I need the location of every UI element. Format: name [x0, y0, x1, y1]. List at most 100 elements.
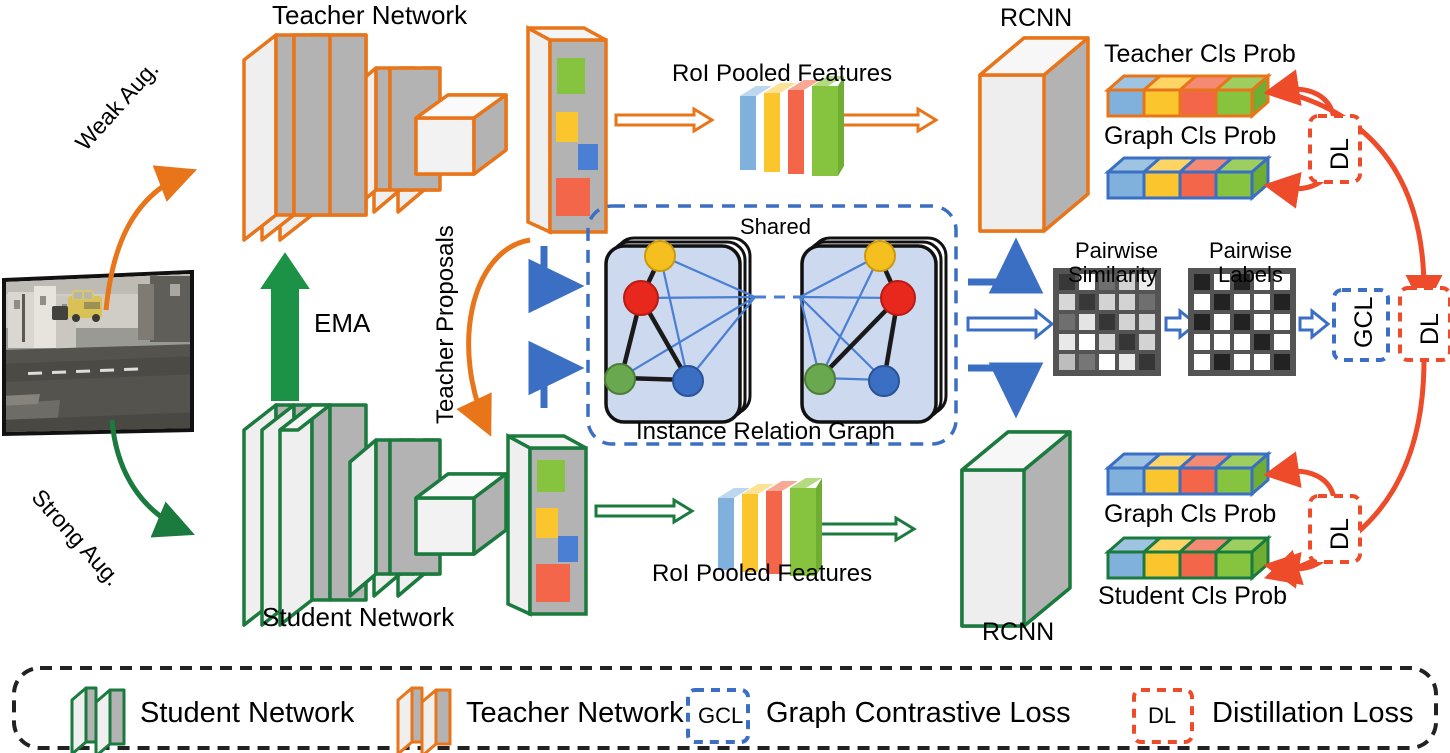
matrix-cell: [1234, 354, 1250, 370]
node-yellow: [644, 240, 676, 272]
teacher-feature-map: [526, 25, 608, 235]
pairwise-labels-label-1: Pairwise: [1209, 238, 1293, 263]
roi-pooled-features-bottom-label: RoI Pooled Features: [652, 560, 873, 587]
teacher-cls-prob-label: Teacher Cls Prob: [1104, 40, 1296, 68]
teacher-cls-prob-bar: [1104, 72, 1272, 120]
matrix-cell: [1079, 314, 1095, 330]
matrix-cell: [1194, 294, 1210, 310]
legend-gcl-badge-text: GCL: [698, 703, 744, 728]
node-green: [804, 363, 836, 395]
matrix-cell: [1214, 354, 1230, 370]
teacher-roi-pooled-features: [740, 76, 844, 176]
dl-badge-text-bottom: DL: [1326, 518, 1354, 550]
weak-aug-arrow: [103, 165, 198, 311]
instance-relation-graph-container: [586, 204, 958, 446]
matrix-cell: [1119, 354, 1135, 370]
input-image-frame: [2, 269, 194, 437]
strong-aug-arrow: [109, 419, 195, 538]
legend-label-distillation-loss: Distillation Loss: [1212, 697, 1414, 729]
teacher-proposals-label: Teacher Proposals: [432, 225, 459, 424]
proposal-red: [556, 178, 590, 216]
matrix-cell: [1099, 354, 1115, 370]
matrix-cell: [1274, 334, 1290, 350]
node-blue: [672, 365, 704, 397]
student-rcnn-block: [960, 430, 1072, 628]
matrix-cell: [1194, 274, 1210, 290]
gcl-badge-text: GCL: [1350, 296, 1378, 348]
graph-cls-prob-bottom-label: Graph Cls Prob: [1104, 500, 1277, 528]
proposal-red: [536, 564, 570, 602]
legend-label-teacher-network: Teacher Network: [466, 697, 684, 729]
matrix-cell: [1059, 314, 1075, 330]
matrix-cell: [1139, 314, 1155, 330]
matrix-cell: [1214, 294, 1230, 310]
student-network-title: Student Network: [262, 602, 455, 632]
node-red: [623, 280, 659, 316]
teacher-proposals-arrow: [456, 237, 531, 437]
strong-aug-label: Strong Aug.: [26, 484, 127, 591]
matrix-cell: [1059, 334, 1075, 350]
teacher-roi-arrow-out: [838, 107, 938, 133]
matrix-cell: [1234, 334, 1250, 350]
student-cls-prob-label: Student Cls Prob: [1098, 582, 1287, 610]
proposal-green: [557, 58, 585, 94]
dl-arc-graph-prob-bottom: [1263, 451, 1337, 499]
teacher-network-block: [242, 33, 508, 242]
instance-relation-graph-label: Instance Relation Graph: [636, 418, 895, 445]
matrix-cell: [1079, 334, 1095, 350]
ema-label: EMA: [314, 308, 371, 338]
graph-cls-prob-top-bar: [1104, 154, 1272, 202]
matrix-cell: [1274, 294, 1290, 310]
matrix-cell: [1274, 314, 1290, 330]
matrix-cell: [1139, 354, 1155, 370]
matrix-cell: [1099, 294, 1115, 310]
rcnn-bottom-label: RCNN: [982, 618, 1055, 646]
dl-arc-long-top: [1283, 89, 1443, 311]
matrix-cell: [1139, 334, 1155, 350]
matrix-cell: [1214, 314, 1230, 330]
matrix-cell: [1059, 354, 1075, 370]
graph-output-elbow-teacher-rcnn: [968, 237, 1044, 294]
proposal-blue: [558, 536, 578, 562]
matrix-cell: [1079, 354, 1095, 370]
legend-label-student-network: Student Network: [140, 697, 355, 729]
legend-dl-badge-text: DL: [1148, 703, 1177, 728]
node-green: [604, 363, 636, 395]
matrix-cell: [1194, 314, 1210, 330]
pairwise-similarity-label-1: Pairwise: [1075, 238, 1159, 263]
relation-graph-right: [798, 236, 948, 424]
matrix-cell: [1119, 334, 1135, 350]
matrix-cell: [1194, 354, 1210, 370]
proposal-yellow: [556, 112, 578, 142]
matrix-cell: [1254, 314, 1270, 330]
teacher-network-slabs-icon: [396, 686, 452, 753]
node-red: [880, 280, 916, 316]
similarity-input-arrow: [966, 307, 1055, 341]
graph-input-elbow-student: [528, 340, 585, 408]
matrix-cell: [1254, 354, 1270, 370]
matrix-cell: [1099, 314, 1115, 330]
roi-pooled-features-top-label: RoI Pooled Features: [672, 60, 893, 87]
legend-label-graph-contrastive-loss: Graph Contrastive Loss: [766, 697, 1071, 729]
matrix-cell: [1274, 354, 1290, 370]
pairwise-labels-label-2: Labels: [1218, 262, 1283, 287]
graph-output-elbow-student-rcnn: [968, 362, 1044, 419]
teacher-roi-arrow-in: [614, 107, 714, 133]
node-blue: [868, 365, 900, 397]
rcnn-top-label: RCNN: [1000, 4, 1073, 32]
similarity-to-labels-arrow: [1164, 307, 1199, 341]
graph-cls-prob-bottom-bar: [1104, 450, 1272, 498]
dl-arc-teacher-prob: [1263, 69, 1337, 119]
pairwise-similarity-label-2: Similarity: [1068, 262, 1158, 287]
proposal-yellow: [536, 508, 558, 538]
matrix-cell: [1234, 314, 1250, 330]
graph-cls-prob-top-label: Graph Cls Prob: [1104, 122, 1277, 150]
matrix-cell: [1254, 294, 1270, 310]
student-roi-arrow-in: [594, 498, 694, 524]
matrix-cell: [1079, 294, 1095, 310]
proposal-blue: [578, 144, 598, 170]
matrix-cell: [1234, 294, 1250, 310]
weak-aug-label: Weak Aug.: [70, 55, 164, 156]
